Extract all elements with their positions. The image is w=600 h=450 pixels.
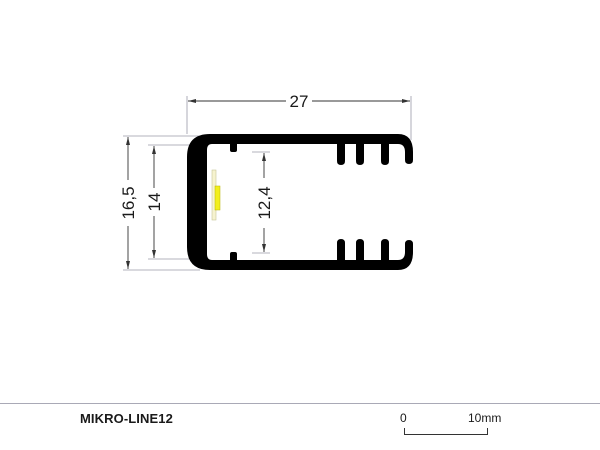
width-dimension: 27 <box>188 92 410 111</box>
scale-end-label: 10mm <box>468 411 502 425</box>
scale-bracket <box>404 428 488 435</box>
extension-lines <box>123 96 412 271</box>
led-chip <box>214 185 221 211</box>
scale-bar: 0 10mm <box>396 408 516 444</box>
led-notch <box>207 194 211 200</box>
scale-start-label: 0 <box>400 411 407 425</box>
product-name: MIKRO-LINE12 <box>80 411 173 426</box>
led-strip <box>207 169 221 221</box>
channel-height-dimension: 12,4 <box>252 151 274 254</box>
footer-divider <box>0 403 600 404</box>
outer-height-dimension-label: 16,5 <box>119 186 138 219</box>
width-dimension-label: 27 <box>290 92 309 111</box>
profile-drawing: 27 16,5 14 12,4 <box>119 92 413 271</box>
inner-height-dimension-label: 14 <box>145 193 164 212</box>
outer-height-dimension: 16,5 <box>119 137 138 269</box>
channel-height-dimension-label: 12,4 <box>255 186 274 219</box>
aluminium-profile <box>187 134 413 270</box>
inner-height-dimension: 14 <box>145 146 164 258</box>
